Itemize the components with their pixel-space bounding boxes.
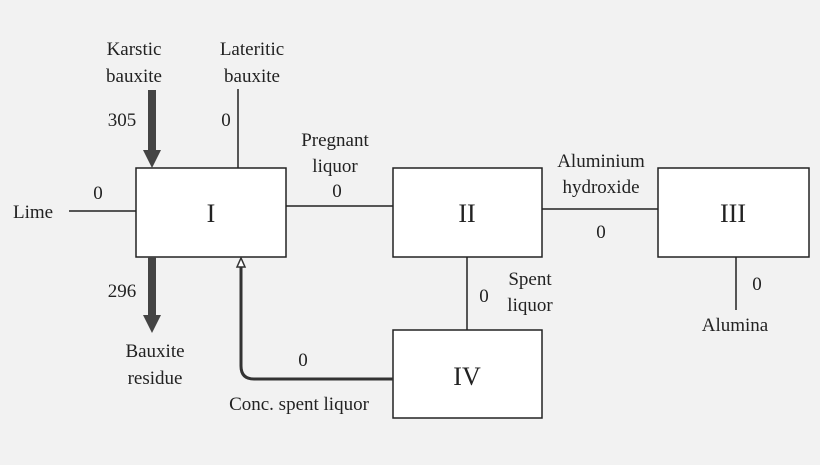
box-II-label: II (458, 199, 475, 228)
residue-arrow-head (143, 315, 161, 333)
spent-liquor-value: 0 (479, 286, 489, 307)
pregnant-liquor-label-line1: Pregnant (301, 130, 369, 151)
aluminium-hydroxide-label-line1: Aluminium (557, 151, 645, 172)
residue-label-line2: residue (128, 368, 183, 389)
karstic-arrow-head (143, 150, 161, 168)
spent-liquor-label-line2: liquor (507, 295, 553, 316)
box-IV (392, 329, 543, 419)
lime-value: 0 (93, 183, 103, 204)
spent-liquor-label-line1: Spent (508, 269, 552, 290)
residue-label-line1: Bauxite (125, 341, 184, 362)
box-III (657, 167, 810, 258)
box-III-label: III (720, 199, 746, 228)
lateritic-label-line2: bauxite (224, 66, 280, 87)
karstic-arrow-shaft (148, 90, 156, 152)
conc-spent-liquor-arrow-head (235, 256, 247, 268)
alumina-value: 0 (752, 274, 762, 295)
box-I-label: I (207, 199, 216, 228)
karstic-label-line2: bauxite (106, 66, 162, 87)
aluminium-hydroxide-label-line2: hydroxide (562, 177, 639, 198)
residue-arrow-shaft (148, 257, 156, 317)
lime-label: Lime (13, 202, 53, 223)
lateritic-label-line1: Lateritic (220, 39, 284, 60)
conc-spent-liquor-label: Conc. spent liquor (229, 394, 370, 415)
aluminium-hydroxide-value: 0 (596, 222, 606, 243)
box-II (392, 167, 543, 258)
pregnant-liquor-value: 0 (332, 181, 342, 202)
box-I (135, 167, 287, 258)
box-IV-label: IV (453, 362, 481, 391)
pregnant-liquor-label-line2: liquor (312, 156, 358, 177)
conc-spent-liquor-value: 0 (298, 350, 308, 371)
karstic-label-line1: Karstic (107, 39, 162, 60)
conc-spent-liquor-path (239, 266, 393, 381)
lateritic-value: 0 (221, 110, 231, 131)
residue-value: 296 (108, 281, 137, 302)
alumina-label: Alumina (702, 315, 769, 336)
karstic-value: 305 (108, 110, 137, 131)
